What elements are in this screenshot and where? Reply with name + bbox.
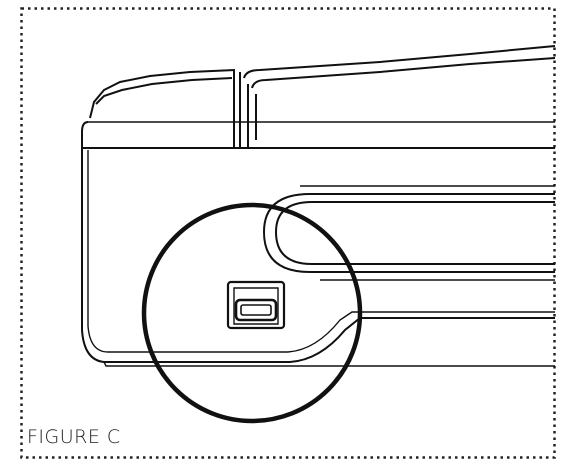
micro-usb-port-icon [226,280,286,330]
device-lid [81,45,556,149]
device-slot [262,185,555,281]
figure-label: FIGURE C [27,426,121,448]
dotted-border [20,7,556,459]
highlight-circle [141,202,363,424]
device-body [81,148,555,367]
